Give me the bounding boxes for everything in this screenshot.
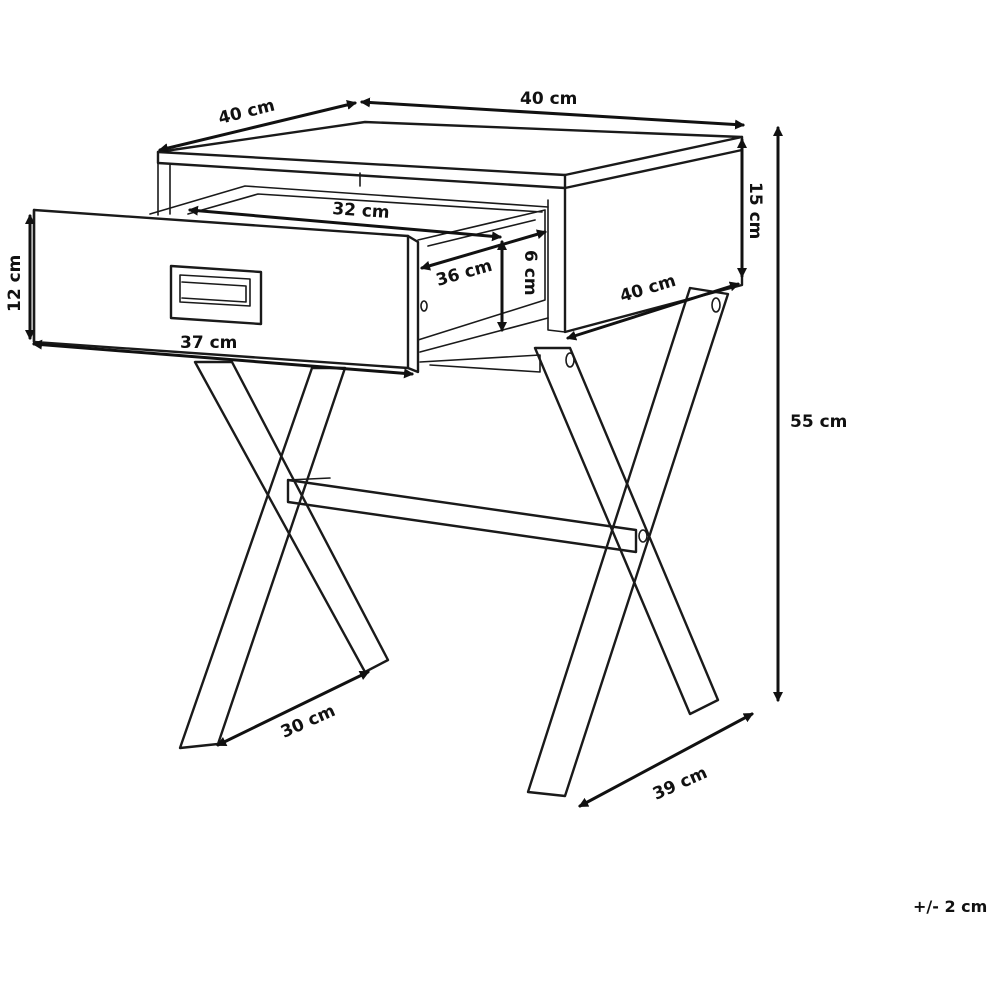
label-drawer-front-width: 37 cm bbox=[180, 333, 237, 353]
front-leg-b bbox=[178, 366, 347, 750]
right-side-panel bbox=[563, 148, 744, 334]
drawer-handle bbox=[169, 264, 263, 326]
label-drawer-front-height: 12 cm bbox=[5, 255, 25, 312]
dim-leg-span-right bbox=[578, 712, 754, 808]
front-leg-a bbox=[193, 360, 390, 674]
label-leg-span-left: 30 cm bbox=[278, 701, 339, 743]
label-leg-span-right: 39 cm bbox=[650, 763, 711, 805]
label-body-height: 15 cm bbox=[745, 182, 765, 239]
dim-top-width bbox=[360, 97, 745, 130]
tolerance-note: +/- 2 cm bbox=[913, 897, 987, 916]
cross-bar bbox=[286, 478, 638, 554]
label-side-depth: 40 cm bbox=[618, 271, 679, 307]
dim-side-depth bbox=[566, 281, 740, 341]
dim-drawer-inner-depth bbox=[420, 229, 547, 271]
dim-leg-span-left bbox=[216, 670, 370, 747]
dim-top-depth bbox=[158, 100, 357, 153]
right-leg-a bbox=[533, 346, 720, 716]
legs bbox=[178, 286, 730, 798]
dimension-labels: 40 cm 40 cm 15 cm 32 cm 36 cm 6 cm 40 cm… bbox=[5, 89, 987, 916]
dimension-lines bbox=[25, 97, 783, 808]
dim-drawer-front-width bbox=[32, 339, 414, 379]
label-drawer-inner-height: 6 cm bbox=[520, 250, 540, 296]
label-top-width: 40 cm bbox=[520, 89, 577, 109]
label-total-height: 55 cm bbox=[790, 412, 847, 432]
label-drawer-inner-width: 32 cm bbox=[332, 199, 391, 223]
